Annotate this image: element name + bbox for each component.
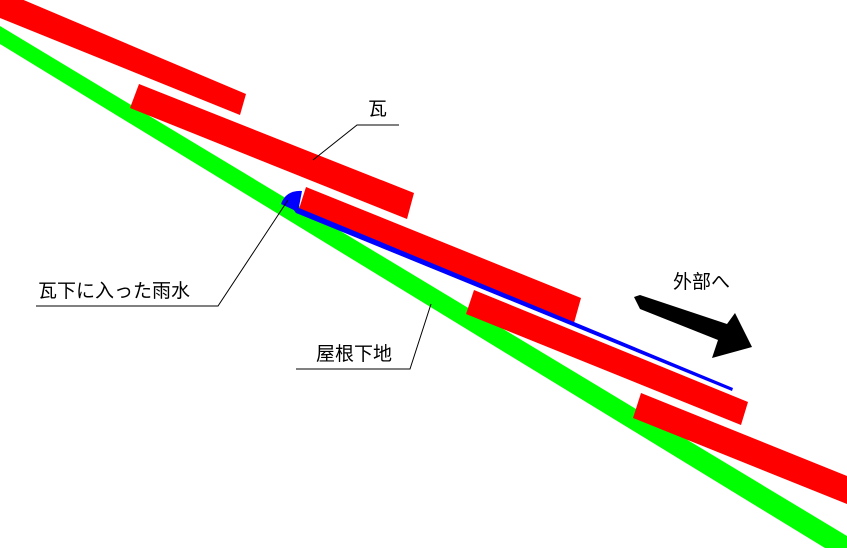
tile-4 — [466, 290, 748, 425]
rainwater-drop — [281, 190, 302, 212]
tile-2 — [130, 84, 414, 219]
outside-label: 外部へ — [673, 271, 731, 293]
roof-base-leader — [296, 303, 432, 370]
tile-3 — [298, 187, 581, 323]
tile-label: 瓦 — [368, 98, 388, 120]
rainwater-leader — [36, 199, 289, 307]
tile-leader — [312, 124, 399, 161]
tile-1 — [0, 0, 246, 115]
rainwater-path — [290, 205, 733, 391]
roof-base-label: 屋根下地 — [316, 343, 393, 365]
rainwater-label: 瓦下に入った雨水 — [38, 280, 191, 302]
outside-arrow-icon — [634, 295, 752, 358]
tile-5 — [633, 393, 847, 504]
